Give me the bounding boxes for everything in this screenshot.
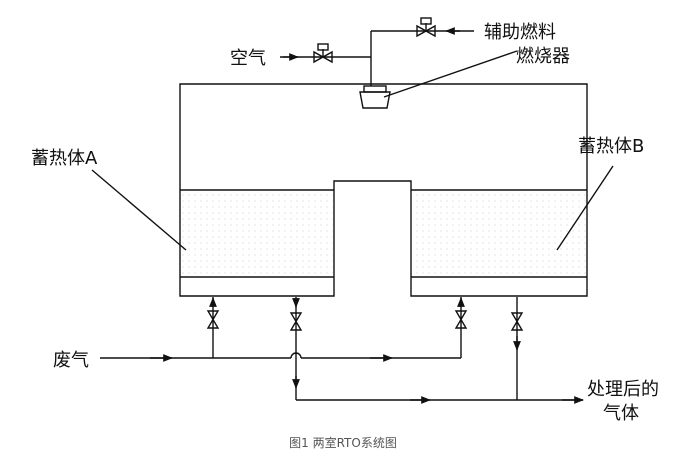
aux-fuel-label: 辅助燃料	[484, 22, 556, 43]
burner-leader	[383, 50, 518, 98]
figure-caption: 图1 两室RTO系统图	[289, 435, 397, 450]
air-valve-icon	[313, 43, 333, 64]
waste-gas-label: 废气	[53, 350, 89, 371]
bed-a-leader	[91, 169, 187, 251]
bed-a-outlet-valve-icon	[289, 312, 303, 331]
bed-b-inlet-valve-icon	[454, 310, 468, 329]
bed-b-label: 蓄热体B	[578, 136, 644, 157]
bed-a-fill	[181, 190, 333, 277]
bed-b-leader	[556, 165, 614, 251]
chamber-outline	[179, 83, 588, 297]
burner-label: 燃烧器	[516, 46, 570, 67]
treated-gas-label-line1: 处理后的	[587, 379, 659, 400]
treated-gas-label-line2: 气体	[603, 403, 639, 424]
bed-a-label: 蓄热体A	[31, 148, 98, 169]
air-label: 空气	[230, 48, 266, 69]
aux-fuel-valve-icon	[416, 17, 436, 38]
bed-b-fill	[412, 190, 586, 277]
burner-icon	[359, 85, 391, 109]
bed-b-outlet-valve-icon	[510, 312, 524, 331]
bed-a-inlet-valve-icon	[206, 310, 220, 329]
